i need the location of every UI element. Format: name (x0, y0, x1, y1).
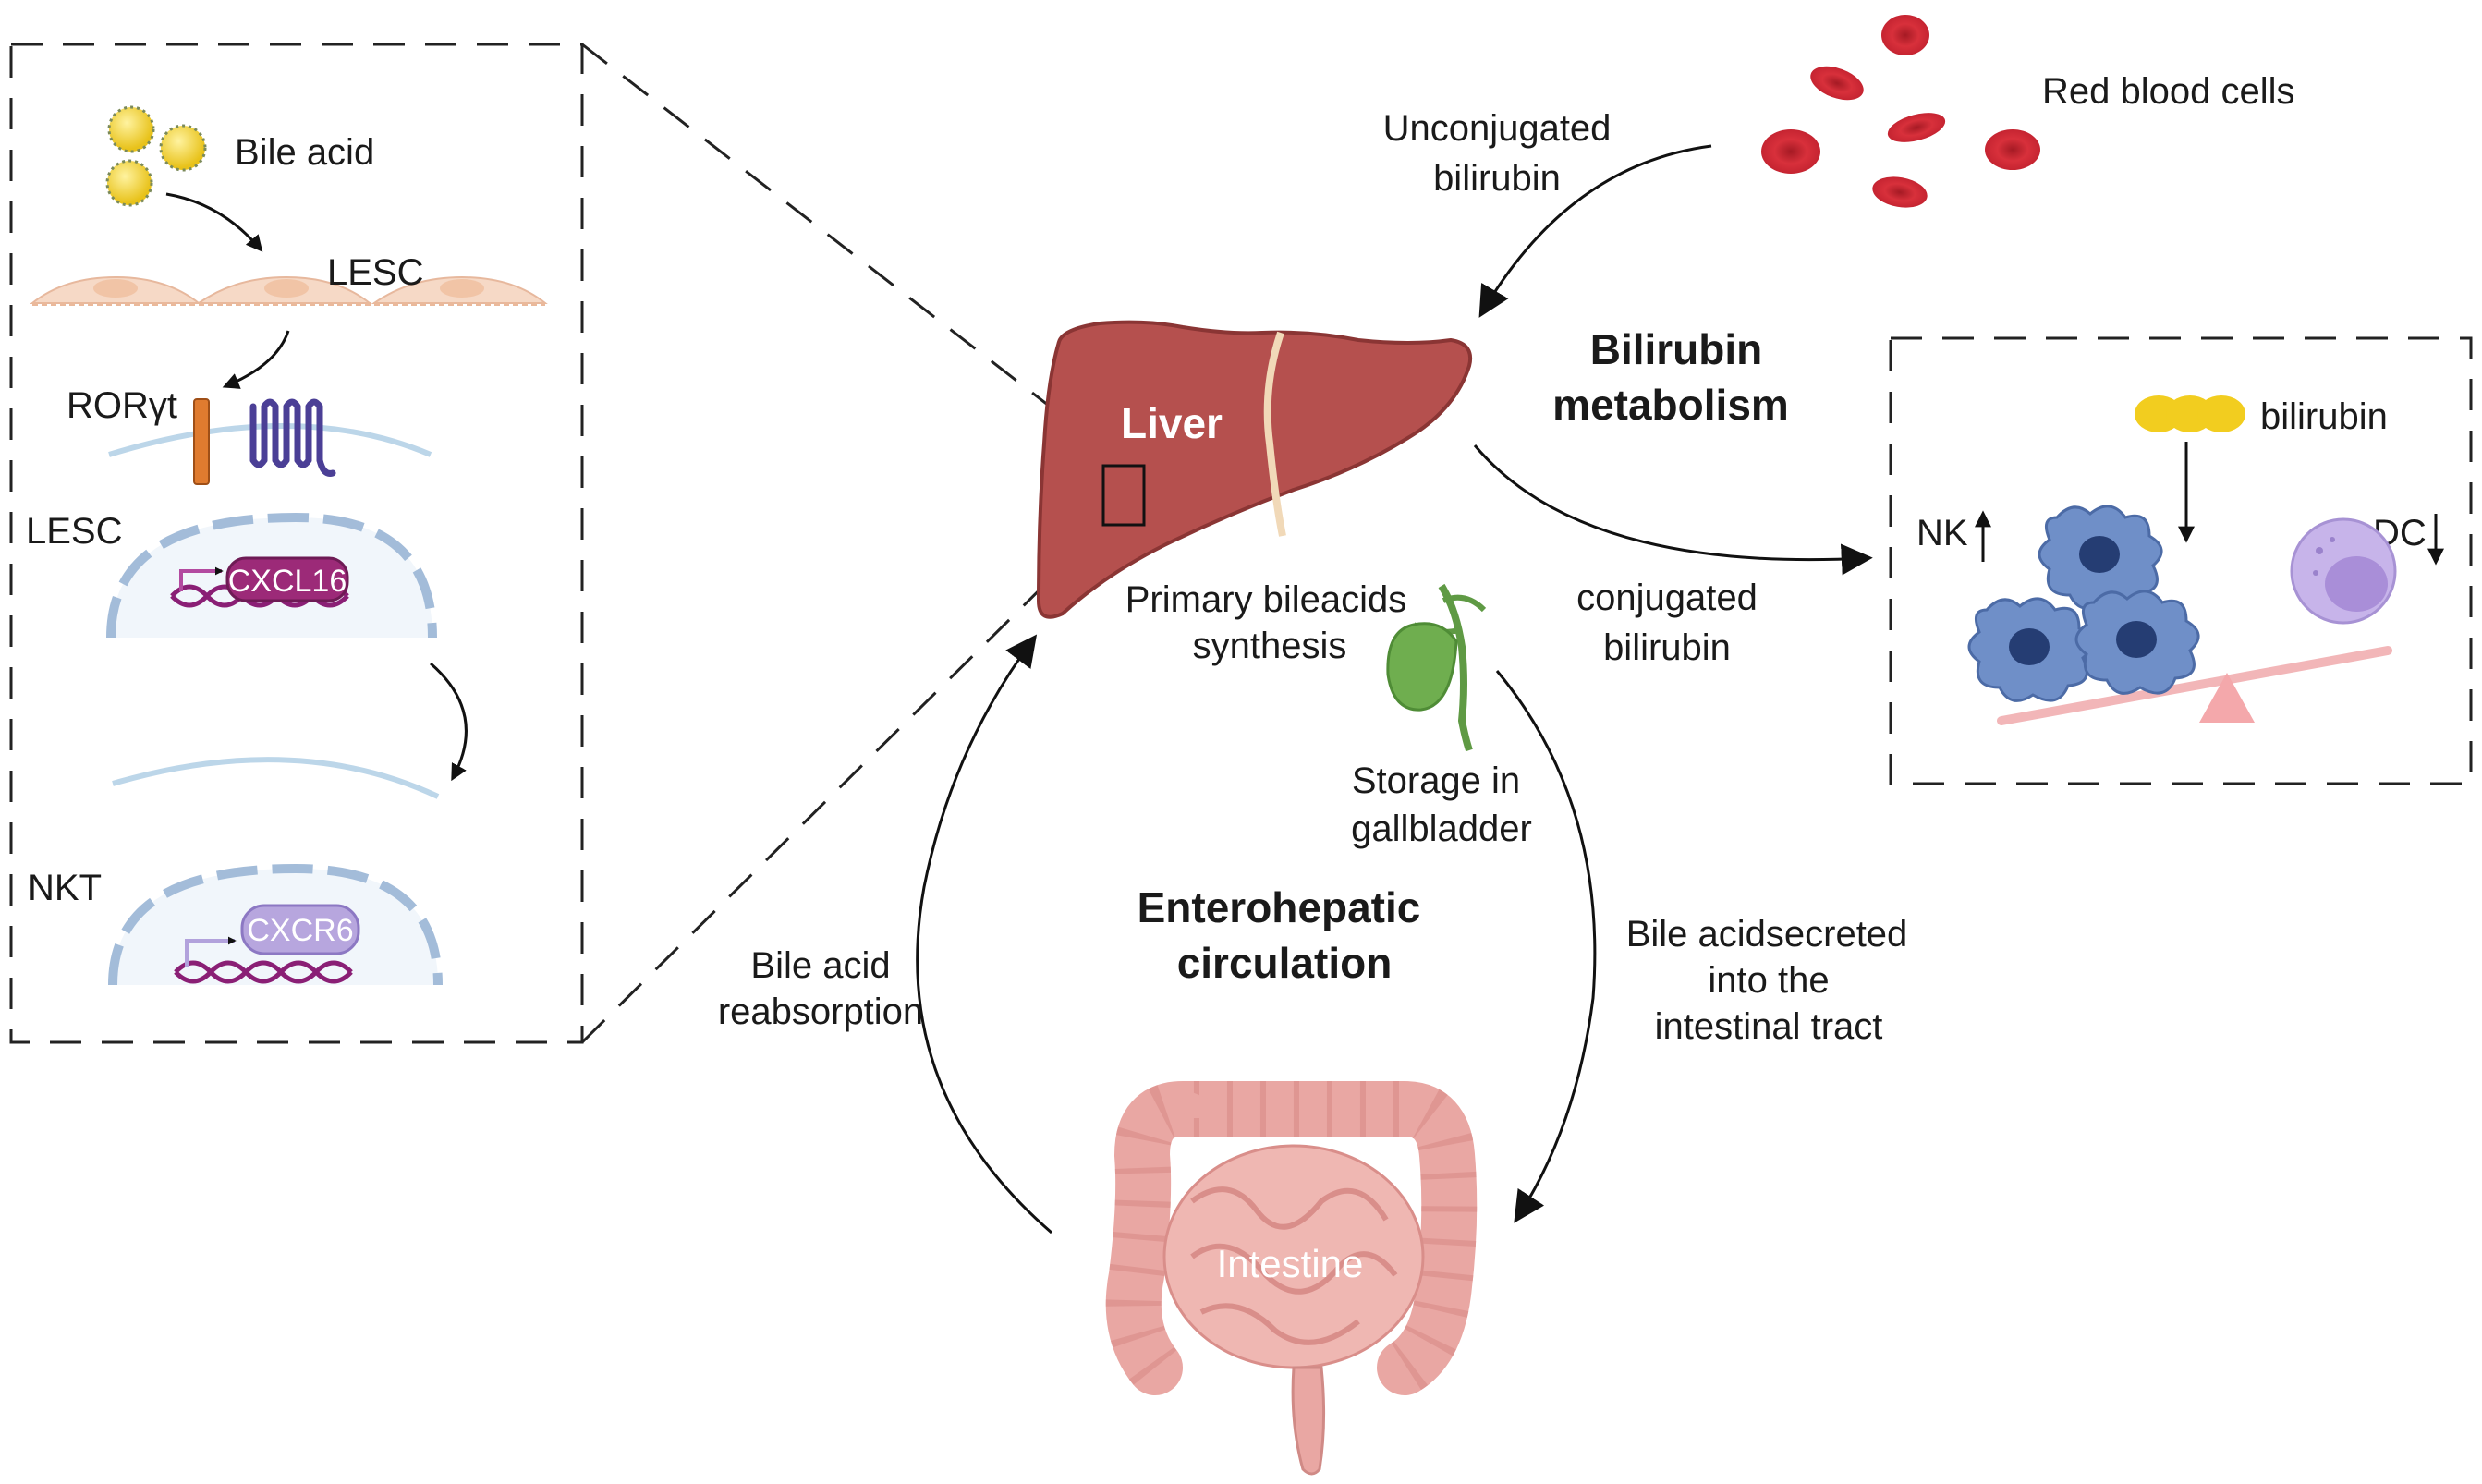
liver-to-immune-arrow (1473, 444, 1873, 576)
bilirubin-label: bilirubin (2260, 396, 2388, 437)
unconjugated-label-1: Unconjugated (1383, 108, 1612, 149)
cxcr6-label: CXCR6 (247, 913, 353, 948)
gpcr-receptor-icon (249, 398, 336, 477)
bile-secreted-label-3: intestinal tract (1655, 1006, 1883, 1047)
enterohepatic-label-1: Enterohepatic (1138, 883, 1421, 931)
red-blood-cells-label: Red blood cells (2042, 71, 2295, 112)
bile-secreted-label-2: into the (1708, 960, 1829, 1001)
conjugated-label-1: conjugated (1576, 578, 1758, 618)
liver-zoom-box (1101, 464, 1146, 527)
lesc-mid-label: LESC (26, 511, 123, 552)
dc-cell-icon (2290, 517, 2397, 625)
primary-bileacids-label-2: synthesis (1193, 626, 1347, 666)
bilirubin-molecule-icon (2135, 395, 2245, 432)
cxcl16-label: CXCL16 (228, 564, 347, 599)
bile-reabs-label-1: Bile acid (750, 945, 890, 986)
lesc-top-label: LESC (327, 252, 424, 293)
storage-label-1: Storage in (1352, 760, 1520, 801)
lesc-to-ror-arrow (222, 330, 290, 389)
bile-acid-particles-icon (105, 105, 207, 207)
zoom-line-bottom (580, 530, 1100, 1044)
seesaw-beam (1997, 646, 2392, 725)
intestine-label: Intestine (1217, 1242, 1364, 1285)
nk-cells-icon (1967, 505, 2200, 702)
lesc-cells-icon (30, 275, 548, 306)
bile-secreted-label-1: Bile acidsecreted (1626, 914, 1908, 955)
cxcl16-to-cxcr6-arrow (430, 662, 468, 782)
ror-label: RORγt (67, 385, 177, 426)
right-immune-panel: bilirubin NK DC (1889, 336, 2473, 785)
enterohepatic-label-2: circulation (1177, 939, 1393, 987)
primary-bileacids-label-1: Primary bileacids (1125, 579, 1407, 620)
unconjugated-label-2: bilirubin (1433, 158, 1561, 199)
red-blood-cells-icon (1761, 15, 2040, 208)
zoom-line-top (581, 43, 1099, 445)
ror-gamma-t-bar-icon (193, 398, 210, 485)
nk-cell-nuclei (2009, 536, 2157, 665)
conjugated-label-2: bilirubin (1603, 627, 1731, 668)
gallbladder-icon (1386, 583, 1487, 752)
cxcl16-gene-box (225, 556, 349, 602)
reabsorption-arrow (916, 634, 1052, 1235)
nkt-label: NKT (28, 868, 102, 908)
liver-icon (1036, 320, 1472, 619)
nk-label: NK (1916, 513, 1968, 553)
bile-acid-arrow (165, 192, 263, 252)
liver-label: Liver (1121, 399, 1223, 447)
cell-membrane-top (108, 423, 432, 457)
bile-reabs-label-2: reabsorption (718, 991, 923, 1032)
intestine-icon (1105, 1081, 1478, 1476)
right-panel-border (1889, 336, 2473, 785)
cell-membrane-bottom (112, 757, 440, 799)
rbc-to-liver-arrow (1478, 144, 1712, 318)
storage-label-2: gallbladder (1351, 809, 1532, 849)
secretion-arrow (1495, 670, 1597, 1223)
bilirubin-metabolism-label-2: metabolism (1552, 381, 1789, 429)
bile-acid-label: Bile acid (235, 132, 374, 173)
bilirubin-metabolism-label-1: Bilirubin (1590, 325, 1763, 373)
left-detail-panel: Bile acid LESC RORγt LESC (9, 43, 1100, 1044)
cxcr6-gene-box (240, 904, 360, 955)
seesaw-pivot (2199, 673, 2255, 723)
